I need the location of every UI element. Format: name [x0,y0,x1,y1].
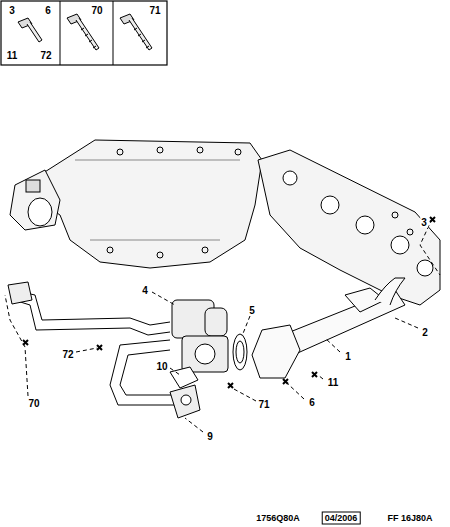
callout-number: 3 [420,217,428,228]
leader-line [5,219,440,432]
callout-number: 6 [44,5,52,16]
egr-pipe [8,282,170,335]
callout-number: 11 [327,377,340,388]
callout-number: 72 [61,349,74,360]
callout-number: 5 [248,305,256,316]
callout-number: 71 [257,399,270,410]
callout-number: 72 [39,50,52,61]
callout-number: 71 [148,5,161,16]
callout-number: 11 [6,50,19,61]
exhaust-manifold [258,150,440,305]
callout-number: 9 [206,431,214,442]
callout-number: 70 [27,398,40,409]
callout-number: 6 [308,397,316,408]
reference-code: FF 16J80A [386,513,433,524]
intake-manifold [10,140,262,268]
reference-code: 04/2006 [322,512,361,525]
callout-number: 1 [344,351,352,362]
screw-icon [18,18,42,42]
egr-pipe [110,340,200,418]
bolt [23,217,435,388]
egr-valve [172,300,228,372]
callout-number: 10 [155,361,168,372]
callout-number: 3 [8,5,16,16]
gasket [233,334,247,370]
reference-code: 1756Q80A [255,513,301,524]
screw-icon [120,14,152,50]
gasket [170,367,198,388]
callout-number: 4 [141,285,149,296]
egr-cooler-pipe [252,278,405,378]
screw-icon [67,14,99,50]
callout-number: 70 [90,5,103,16]
callout-number: 2 [421,327,429,338]
